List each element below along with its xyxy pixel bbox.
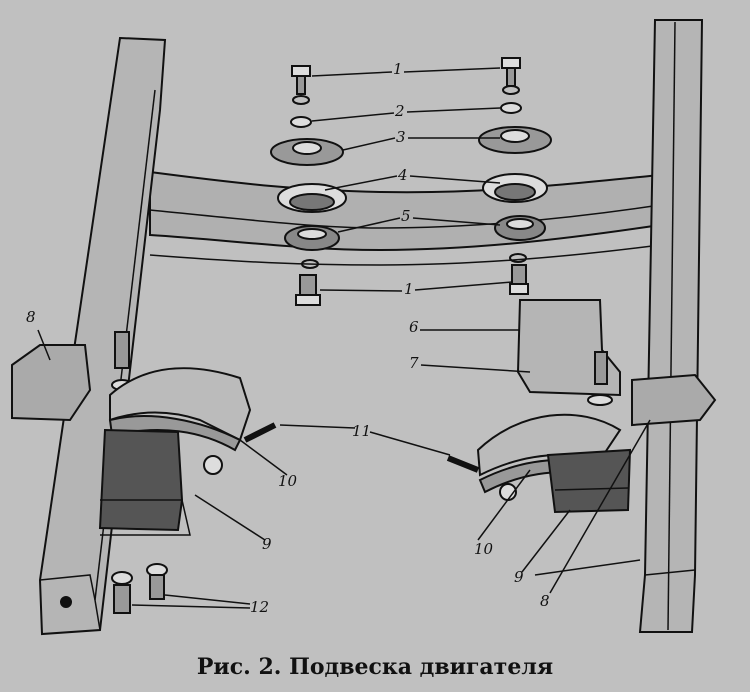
right-support-assembly [446,373,717,514]
right-mount-stack [478,57,552,295]
callout-8-right: 8 [540,592,550,610]
engine-bracket [516,299,621,406]
callout-2-washer: 2 [395,102,405,120]
callout-6-bracket: 6 [409,318,419,336]
figure-caption: Рис. 2. Подвеска двигателя [196,654,554,680]
callout-11: 11 [352,422,372,440]
callout-9-right: 9 [514,568,524,586]
callout-9-left: 9 [262,535,272,553]
callout-12: 12 [250,598,270,616]
callout-1-bolt-bottom: 1 [404,280,414,298]
right-frame-rail [638,19,704,633]
left-frame-rail [38,36,167,636]
callout-5-lower-cushion: 5 [401,207,411,225]
callout-8-left: 8 [26,308,36,326]
callout-7: 7 [409,354,419,372]
leader-lines [37,67,651,609]
callout-4-cup: 4 [398,166,408,184]
callout-3-cushion: 3 [396,128,406,146]
left-support-assembly [11,331,277,614]
left-mount-stack [270,65,347,306]
callout-1-bolt-top: 1 [393,60,403,78]
callout-10-right: 10 [474,540,494,558]
callout-10-left: 10 [278,472,298,490]
